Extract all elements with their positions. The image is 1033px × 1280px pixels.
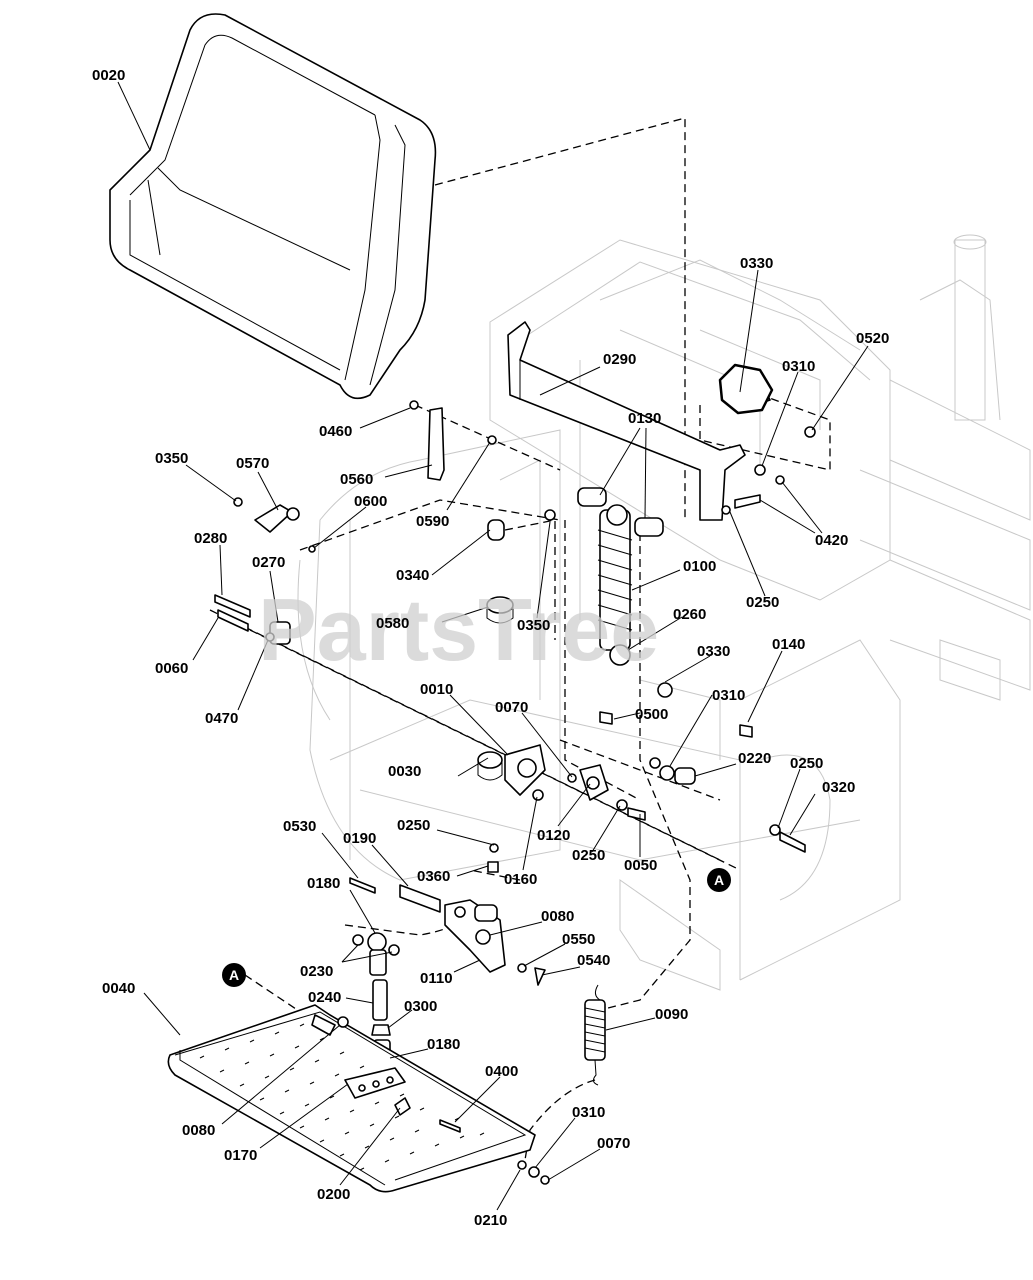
- ref-marker-a-1: A: [707, 868, 731, 892]
- callout-0130[interactable]: 0130: [628, 410, 661, 427]
- callout-0250[interactable]: 0250: [397, 817, 430, 834]
- callout-0200[interactable]: 0200: [317, 1186, 350, 1203]
- highlight-ring: [718, 363, 774, 415]
- callout-0050[interactable]: 0050: [624, 857, 657, 874]
- foot-plate-holes: [199, 1023, 485, 1171]
- callout-0310[interactable]: 0310: [712, 687, 745, 704]
- callout-0340[interactable]: 0340: [396, 567, 429, 584]
- callout-0140[interactable]: 0140: [772, 636, 805, 653]
- seat-support-bracket: [507, 321, 746, 521]
- callout-0120[interactable]: 0120: [537, 827, 570, 844]
- callout-0470[interactable]: 0470: [205, 710, 238, 727]
- callout-0240[interactable]: 0240: [308, 989, 341, 1006]
- callout-0170[interactable]: 0170: [224, 1147, 257, 1164]
- ref-marker-a-2: A: [222, 963, 246, 987]
- pivot-assembly: [477, 744, 646, 873]
- callout-0500[interactable]: 0500: [635, 706, 668, 723]
- callout-0180[interactable]: 0180: [307, 875, 340, 892]
- callout-0460[interactable]: 0460: [319, 423, 352, 440]
- callout-0530[interactable]: 0530: [283, 818, 316, 835]
- callout-0180[interactable]: 0180: [427, 1036, 460, 1053]
- callout-0260[interactable]: 0260: [673, 606, 706, 623]
- linkage-assembly: [349, 877, 546, 986]
- callout-0280[interactable]: 0280: [194, 530, 227, 547]
- callout-0520[interactable]: 0520: [856, 330, 889, 347]
- callout-0600[interactable]: 0600: [354, 493, 387, 510]
- callout-0070[interactable]: 0070: [495, 699, 528, 716]
- shock-absorber: [577, 487, 664, 666]
- frame-ghost: [297, 234, 1031, 991]
- watermark: PartsTree: [258, 580, 659, 679]
- callout-0360[interactable]: 0360: [417, 868, 450, 885]
- callout-0320[interactable]: 0320: [822, 779, 855, 796]
- callout-0270[interactable]: 0270: [252, 554, 285, 571]
- callout-0020[interactable]: 0020: [92, 67, 125, 84]
- callout-0400[interactable]: 0400: [485, 1063, 518, 1080]
- ref-marker-label: A: [229, 967, 239, 983]
- callout-0350[interactable]: 0350: [155, 450, 188, 467]
- callout-0330[interactable]: 0330: [697, 643, 730, 660]
- callout-0300[interactable]: 0300: [404, 998, 437, 1015]
- callout-0540[interactable]: 0540: [577, 952, 610, 969]
- seat-back: [109, 13, 437, 400]
- callout-0070[interactable]: 0070: [597, 1135, 630, 1152]
- callout-0420[interactable]: 0420: [815, 532, 848, 549]
- callout-0210[interactable]: 0210: [474, 1212, 507, 1229]
- callout-0350[interactable]: 0350: [517, 617, 550, 634]
- callout-0160[interactable]: 0160: [504, 871, 537, 888]
- callout-0250[interactable]: 0250: [746, 594, 779, 611]
- callout-0230[interactable]: 0230: [300, 963, 333, 980]
- callout-0580[interactable]: 0580: [376, 615, 409, 632]
- spring: [584, 984, 606, 1086]
- leader-lines: [117, 81, 869, 1211]
- callout-0110[interactable]: 0110: [420, 970, 453, 987]
- foot-plate: [167, 1004, 550, 1193]
- callout-0570[interactable]: 0570: [236, 455, 269, 472]
- callout-0100[interactable]: 0100: [683, 558, 716, 575]
- callout-0080[interactable]: 0080: [182, 1122, 215, 1139]
- callout-0030[interactable]: 0030: [388, 763, 421, 780]
- callout-0590[interactable]: 0590: [416, 513, 449, 530]
- callout-0310[interactable]: 0310: [572, 1104, 605, 1121]
- callout-0330[interactable]: 0330: [740, 255, 773, 272]
- callout-0010[interactable]: 0010: [420, 681, 453, 698]
- ref-marker-label: A: [714, 872, 724, 888]
- callout-0550[interactable]: 0550: [562, 931, 595, 948]
- callout-labels: 0020 0460 0560 0590 0290 0130 0330 0310 …: [92, 67, 889, 1229]
- callout-0080[interactable]: 0080: [541, 908, 574, 925]
- explosion-lines: [209, 117, 831, 1161]
- callout-0190[interactable]: 0190: [343, 830, 376, 847]
- callout-0250[interactable]: 0250: [790, 755, 823, 772]
- callout-0310[interactable]: 0310: [782, 358, 815, 375]
- callout-0060[interactable]: 0060: [155, 660, 188, 677]
- callout-0250[interactable]: 0250: [572, 847, 605, 864]
- callout-0290[interactable]: 0290: [603, 351, 636, 368]
- callout-0090[interactable]: 0090: [655, 1006, 688, 1023]
- callout-0040[interactable]: 0040: [102, 980, 135, 997]
- callout-0220[interactable]: 0220: [738, 750, 771, 767]
- callout-0560[interactable]: 0560: [340, 471, 373, 488]
